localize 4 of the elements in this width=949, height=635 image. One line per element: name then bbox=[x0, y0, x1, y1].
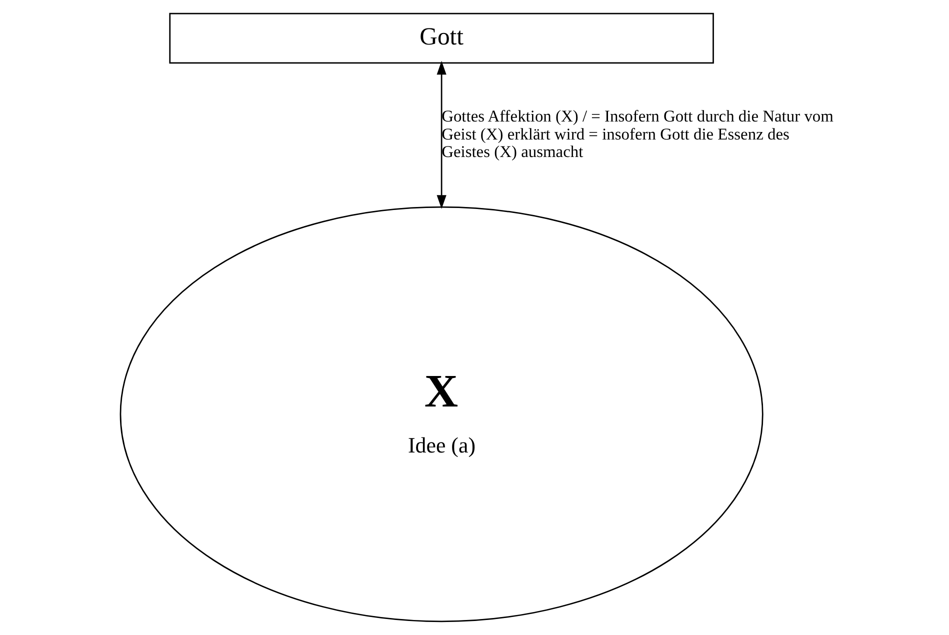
node-ellipse: X Idee (a) bbox=[120, 206, 764, 622]
node-box: Gott bbox=[169, 12, 714, 64]
arrow bbox=[436, 60, 446, 209]
edge-label: Gottes Affektion (X) / = Insofern Gott durch die Natur vom Geist (X) erklärt wird = insofern Gott die Essenz des Geistes (X) ausmacht bbox=[442, 106, 834, 162]
